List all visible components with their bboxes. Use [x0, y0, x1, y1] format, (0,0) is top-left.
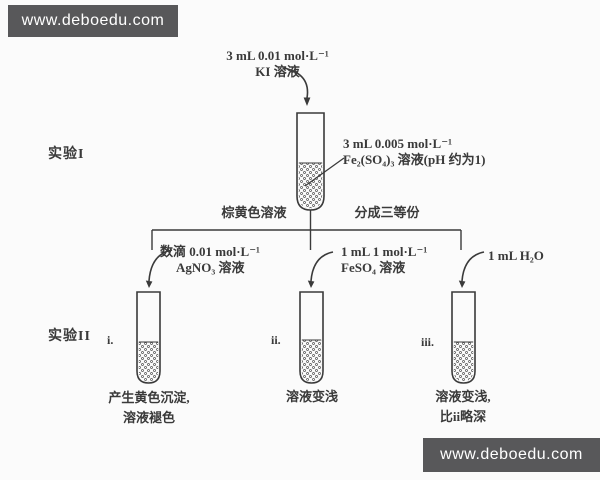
result-ii-line1: 溶液变浅 [285, 389, 338, 404]
branch2-reagent-line1: 1 mL 1 mol·L⁻¹ [341, 244, 428, 259]
branch1-reagent: 数滴 0.01 mol·L⁻¹ AgNO₃ 溶液 [160, 244, 330, 276]
test-tube-i [136, 291, 161, 384]
watermark-bottom: www.deboedu.com [423, 438, 600, 472]
branch2-reagent-line2: FeSO₄ 溶液 [341, 260, 406, 275]
tube-iii-label: iii. [421, 335, 435, 349]
reagent-side-line1: 3 mL 0.005 mol·L⁻¹ [343, 136, 452, 151]
branch1-reagent-line1: 数滴 0.01 mol·L⁻¹ [160, 244, 260, 259]
leader-line-fe2so43 [304, 157, 345, 187]
intermediate-left-label: 棕黄色溶液 [221, 205, 287, 220]
branch3-reagent-line1: 1 mL H₂O [488, 248, 544, 263]
tube-ii-label: ii. [271, 333, 281, 347]
result-i-line1: 产生黄色沉淀, [108, 390, 190, 405]
result-iii-line2: 比ii略深 [439, 409, 487, 424]
test-tube-ii [299, 291, 324, 384]
tube-i-label: i. [107, 333, 114, 347]
test-tube-main [296, 112, 325, 211]
arrow-ki-into-tube [283, 67, 311, 106]
experiment1-label: 实验I [48, 147, 85, 162]
branch3-reagent: 1 mL H₂O [488, 248, 588, 264]
reagent-top-text: 3 mL 0.01 mol·L⁻¹ KI 溶液 [170, 48, 385, 80]
arrow-branch-1 [145, 249, 173, 288]
experiment2-label: 实验II [48, 329, 91, 344]
test-tube-iii [451, 291, 476, 384]
reagent-top-line1: 3 mL 0.01 mol·L⁻¹ [226, 48, 329, 63]
reagent-side-line2: Fe₂(SO₄)₃ 溶液(pH 约为1) [343, 152, 486, 167]
reagent-top-line2: KI 溶液 [255, 64, 300, 79]
branch2-reagent: 1 mL 1 mol·L⁻¹ FeSO₄ 溶液 [341, 244, 501, 276]
split-connector [151, 210, 462, 250]
watermark-top: www.deboedu.com [8, 5, 178, 37]
result-i-line2: 溶液褪色 [122, 410, 175, 425]
result-tube-iii: 溶液变浅, 比ii略深 [411, 387, 515, 427]
result-tube-i: 产生黄色沉淀, 溶液褪色 [86, 388, 212, 428]
result-iii-line1: 溶液变浅, [435, 389, 491, 404]
arrow-branch-3 [458, 251, 485, 288]
reagent-side-text: 3 mL 0.005 mol·L⁻¹ Fe₂(SO₄)₃ 溶液(pH 约为1) [343, 136, 573, 168]
branch1-reagent-line2: AgNO₃ 溶液 [176, 260, 245, 275]
intermediate-right-label: 分成三等份 [354, 205, 420, 220]
result-tube-ii: 溶液变浅 [260, 387, 364, 407]
arrow-branch-2 [307, 251, 334, 288]
